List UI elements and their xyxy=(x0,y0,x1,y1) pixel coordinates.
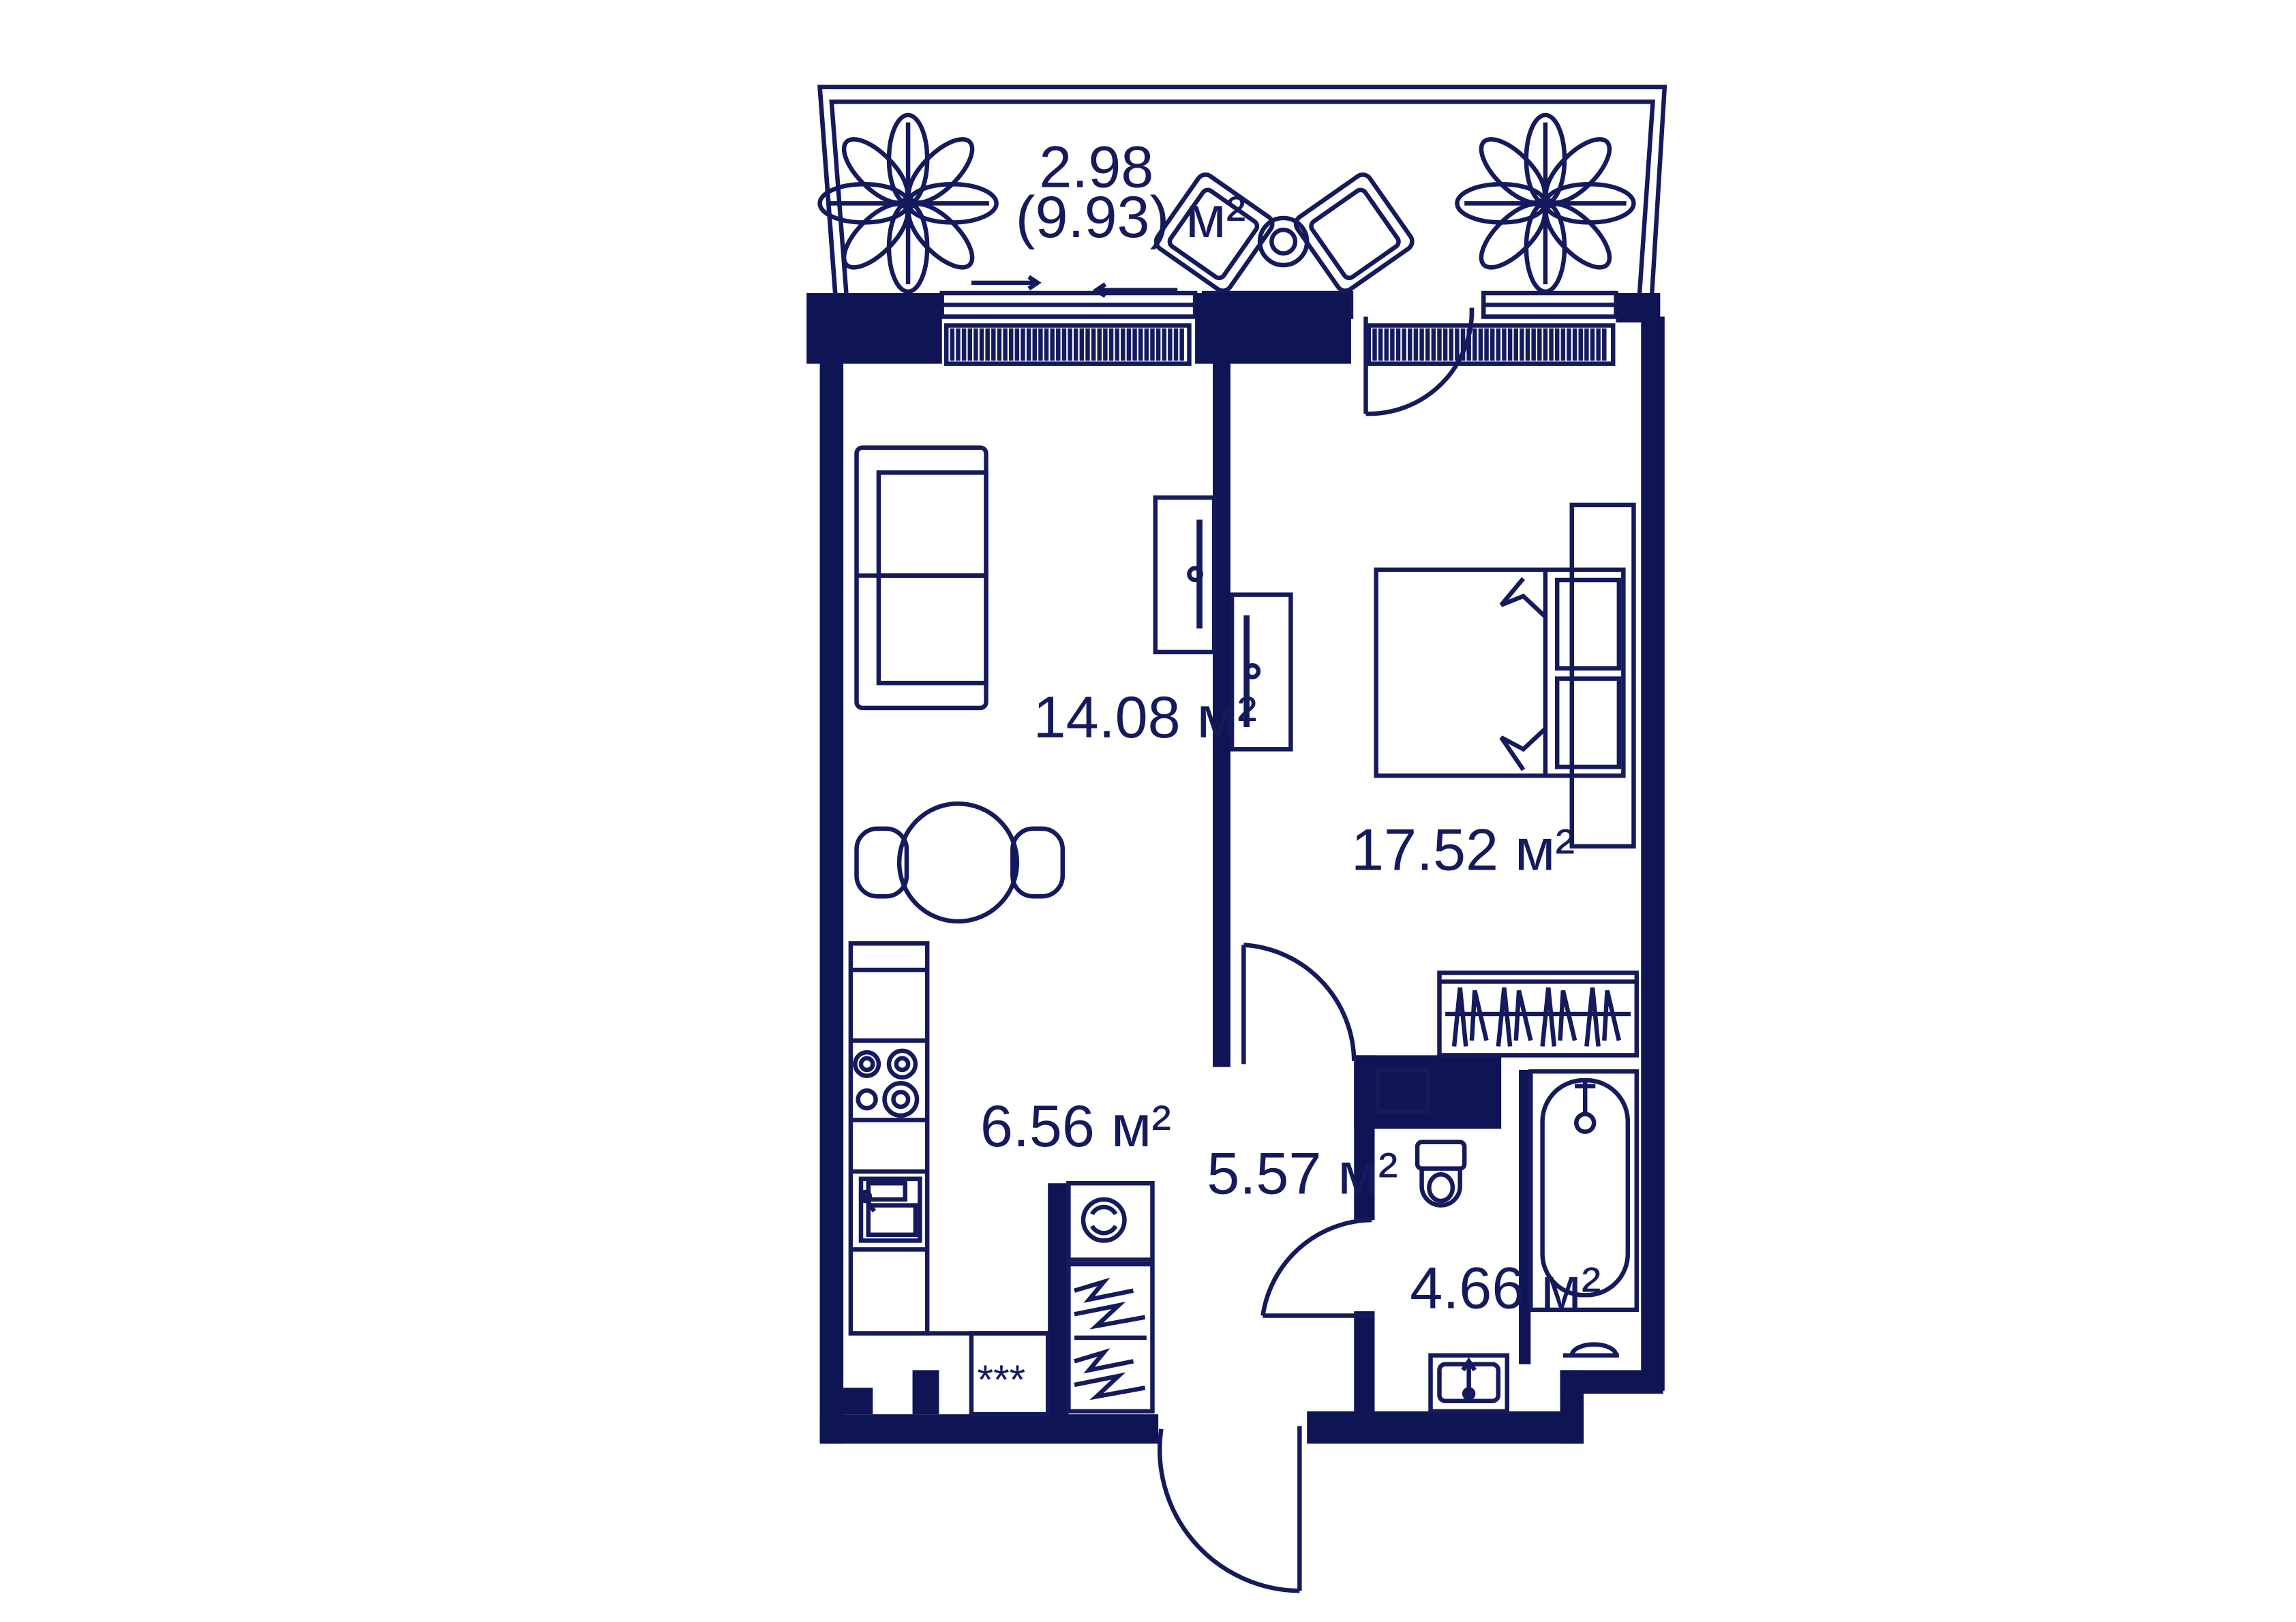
hanger-icon xyxy=(1469,990,1489,1041)
washing-machine-icon xyxy=(1066,1180,1155,1262)
hallway-area: 5.57 м² xyxy=(1207,1141,1398,1206)
armchair-icon xyxy=(1293,172,1415,293)
kitchen-area: 6.56 м² xyxy=(980,1094,1171,1159)
hob-panel: *** xyxy=(969,1331,1051,1417)
balcony-area-total: (9.93) м² xyxy=(1016,185,1246,250)
bedroom-area: 17.52 м² xyxy=(1351,817,1575,883)
hanger-icon xyxy=(1513,990,1533,1041)
hanger-icon xyxy=(1540,987,1557,1047)
hob-marks: *** xyxy=(978,1356,1026,1403)
walls xyxy=(806,293,1665,1444)
hanger-icon xyxy=(1451,987,1468,1047)
sink-icon xyxy=(1428,1353,1510,1414)
radiator-icon xyxy=(1366,323,1616,366)
dining-table-icon xyxy=(854,801,1066,924)
hanger-icon xyxy=(1602,990,1622,1041)
tv-unit-icon xyxy=(1153,495,1217,655)
bathroom-area: 4.66 м² xyxy=(1410,1256,1601,1321)
side-table-icon xyxy=(1257,215,1310,268)
door-swing-icon xyxy=(1363,307,1475,416)
radiator-icon xyxy=(943,323,1192,366)
hanger-icon xyxy=(1558,990,1577,1041)
living-room-area: 14.08 м² xyxy=(1033,685,1257,750)
door-swing-icon xyxy=(1158,1426,1302,1593)
hanger-icon xyxy=(1074,1302,1146,1330)
hanger-icon xyxy=(1496,987,1513,1047)
wardrobe-icon xyxy=(1066,1261,1155,1414)
sofa-icon xyxy=(854,445,988,711)
toilet-icon xyxy=(1375,1067,1467,1208)
double-bed-icon xyxy=(1374,502,1636,849)
door-swing-icon xyxy=(1260,1217,1375,1318)
cooktop-icon xyxy=(853,1048,920,1118)
door-swing-icon xyxy=(1241,943,1357,1065)
hanger-icon xyxy=(1074,1372,1146,1401)
hanger-icon xyxy=(1074,1277,1134,1303)
hanger-icon xyxy=(1074,1348,1134,1374)
wardrobe-icon xyxy=(1437,970,1640,1058)
sink-icon xyxy=(858,1176,922,1243)
plant-icon xyxy=(1455,112,1636,294)
balcony-area-value: 2.98 xyxy=(1039,135,1153,200)
tv-unit-icon xyxy=(1229,592,1293,752)
hanger-icon xyxy=(1584,987,1601,1047)
plant-icon xyxy=(817,112,999,294)
armchair-icon xyxy=(1153,172,1275,293)
bathtub-icon xyxy=(1528,1069,1640,1358)
